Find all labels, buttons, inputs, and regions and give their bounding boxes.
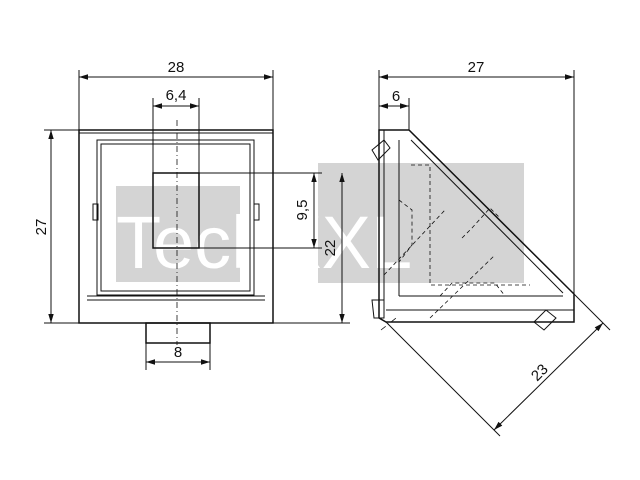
side-hidden-diag — [383, 209, 496, 319]
side-hidden-notch — [461, 207, 501, 239]
side-hidden-inner — [411, 164, 530, 286]
watermark-box-right — [318, 163, 524, 283]
dim-23-line — [493, 322, 604, 431]
watermark-box-left — [116, 186, 240, 282]
dim-6-label: 6 — [392, 88, 400, 105]
dim-9-5-label: 9,5 — [294, 200, 311, 221]
side-hidden-rib-horizontal — [439, 282, 506, 297]
front-view — [78, 120, 274, 345]
front-dimensions: 28 6,4 27 9,5 22 8 — [33, 59, 350, 370]
front-foot — [145, 322, 211, 344]
front-slot — [152, 172, 200, 249]
dim-28-label: 28 — [168, 59, 185, 76]
front-left-clip — [92, 203, 99, 221]
dim-27s-label: 27 — [468, 59, 485, 76]
watermark: TechXXL — [116, 163, 524, 284]
front-inner-frame-2 — [100, 143, 251, 292]
front-right-clip — [253, 203, 260, 221]
watermark-text: TechXXL — [116, 201, 412, 284]
dim-23-label: 23 — [528, 361, 552, 385]
dim-6-4-label: 6,4 — [166, 87, 187, 104]
side-bottom-left-clip — [371, 299, 385, 319]
dim-23-ext-a — [385, 321, 501, 437]
dim-22-label: 22 — [322, 240, 339, 257]
dim-8-label: 8 — [174, 344, 182, 361]
side-bottom-clip — [533, 309, 557, 331]
side-hidden-rib-vertical — [398, 199, 413, 263]
side-inner-hyp — [410, 139, 564, 294]
side-top-clip — [371, 139, 391, 161]
dim-23-ext-b — [573, 293, 611, 331]
dim-27-label: 27 — [33, 219, 50, 236]
